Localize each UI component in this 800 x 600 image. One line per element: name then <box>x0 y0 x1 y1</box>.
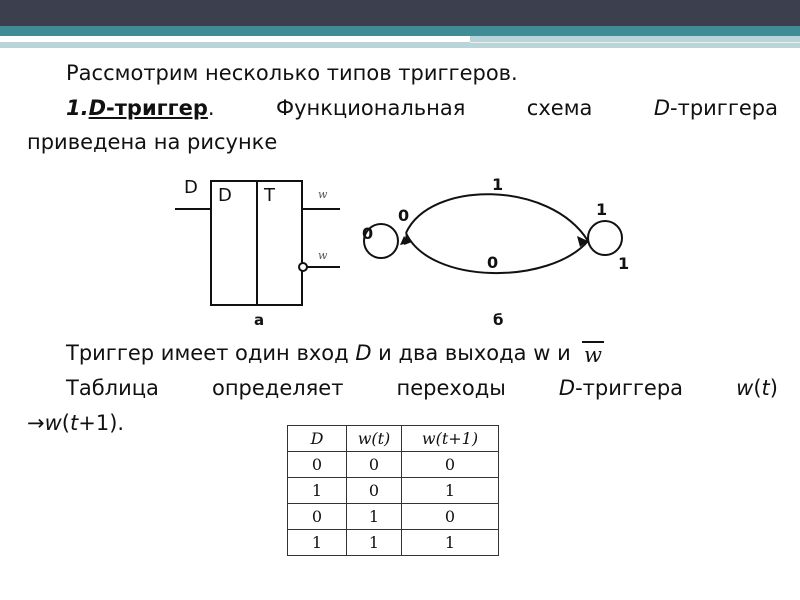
caption-a: а <box>254 311 265 329</box>
table-cell: 1 <box>287 529 347 556</box>
state1-loop <box>587 220 623 256</box>
table-cell: 0 <box>401 451 499 478</box>
state1-bottom-label: 1 <box>618 254 630 273</box>
table-cell: 0 <box>346 451 402 478</box>
figure-drawing <box>175 180 623 306</box>
table-cell: 0 <box>287 503 347 530</box>
table-header: w(t) <box>346 425 402 452</box>
header-band-notch <box>470 42 800 43</box>
input-label-d: D <box>184 177 198 198</box>
table-header: w(t+1) <box>401 425 499 452</box>
output-label-w: w <box>318 188 328 201</box>
box-label-d: D <box>218 185 232 206</box>
state0-loop <box>363 223 399 259</box>
header-band-white <box>0 36 470 42</box>
table-row: 0 0 0 <box>287 451 499 478</box>
word-functional: Функциональная <box>276 96 466 120</box>
box-label-t: T <box>264 185 275 206</box>
paragraph-table-intro-line2: →w(t+1). <box>27 411 125 435</box>
output-label-w-inverted: w <box>318 249 328 262</box>
state0-loop-label: 0 <box>362 224 374 243</box>
header-band-teal <box>0 26 800 36</box>
state0-label: 0 <box>398 206 410 225</box>
paragraph-table-intro: Таблица определяет переходы D-триггера w… <box>66 376 778 400</box>
table-cell: 1 <box>287 477 347 504</box>
arc-1-to-0 <box>405 232 589 274</box>
paragraph-intro: Рассмотрим несколько типов триггеров. <box>66 61 518 85</box>
paragraph-d-trigger: 1.D-триггер. Функциональная схема D-триг… <box>66 95 778 121</box>
paragraph-d-trigger-line2: приведена на рисунке <box>27 130 278 154</box>
table-header-row: D w(t) w(t+1) <box>287 425 499 452</box>
table-row: 1 0 1 <box>287 477 499 504</box>
arrowhead-loop0 <box>400 236 409 245</box>
table-row: 1 1 1 <box>287 529 499 556</box>
arc-bottom-label: 0 <box>487 253 499 272</box>
w-inverted-symbol: w <box>582 341 604 367</box>
figure-d-trigger: D D T w w а 0 0 1 0 1 1 б <box>160 170 640 335</box>
table-cell: 0 <box>401 503 499 530</box>
word-d-trigger: D-триггера <box>653 96 778 120</box>
inversion-circle <box>298 262 308 272</box>
table-cell: 0 <box>287 451 347 478</box>
table-cell: 0 <box>346 477 402 504</box>
word-scheme: схема <box>526 96 593 120</box>
table-cell: 1 <box>401 477 499 504</box>
state1-top-label: 1 <box>596 200 608 219</box>
header-band-dark <box>0 0 800 26</box>
table-header: D <box>287 425 347 452</box>
table-row: 0 1 0 <box>287 503 499 530</box>
arrowhead-to-1 <box>577 236 588 247</box>
caption-b: б <box>493 311 504 329</box>
table-cell: 1 <box>346 503 402 530</box>
arc-0-to-1 <box>405 193 589 242</box>
table-cell: 1 <box>401 529 499 556</box>
paragraph-inputs-outputs: Триггер имеет один вход D и два выхода w… <box>66 341 571 365</box>
d-trigger-heading: 1.D-триггер. <box>66 96 215 120</box>
transition-table: D w(t) w(t+1) 0 0 0 1 0 1 0 1 0 1 1 1 <box>287 425 499 556</box>
arc-top-label: 1 <box>492 175 504 194</box>
table-cell: 1 <box>346 529 402 556</box>
